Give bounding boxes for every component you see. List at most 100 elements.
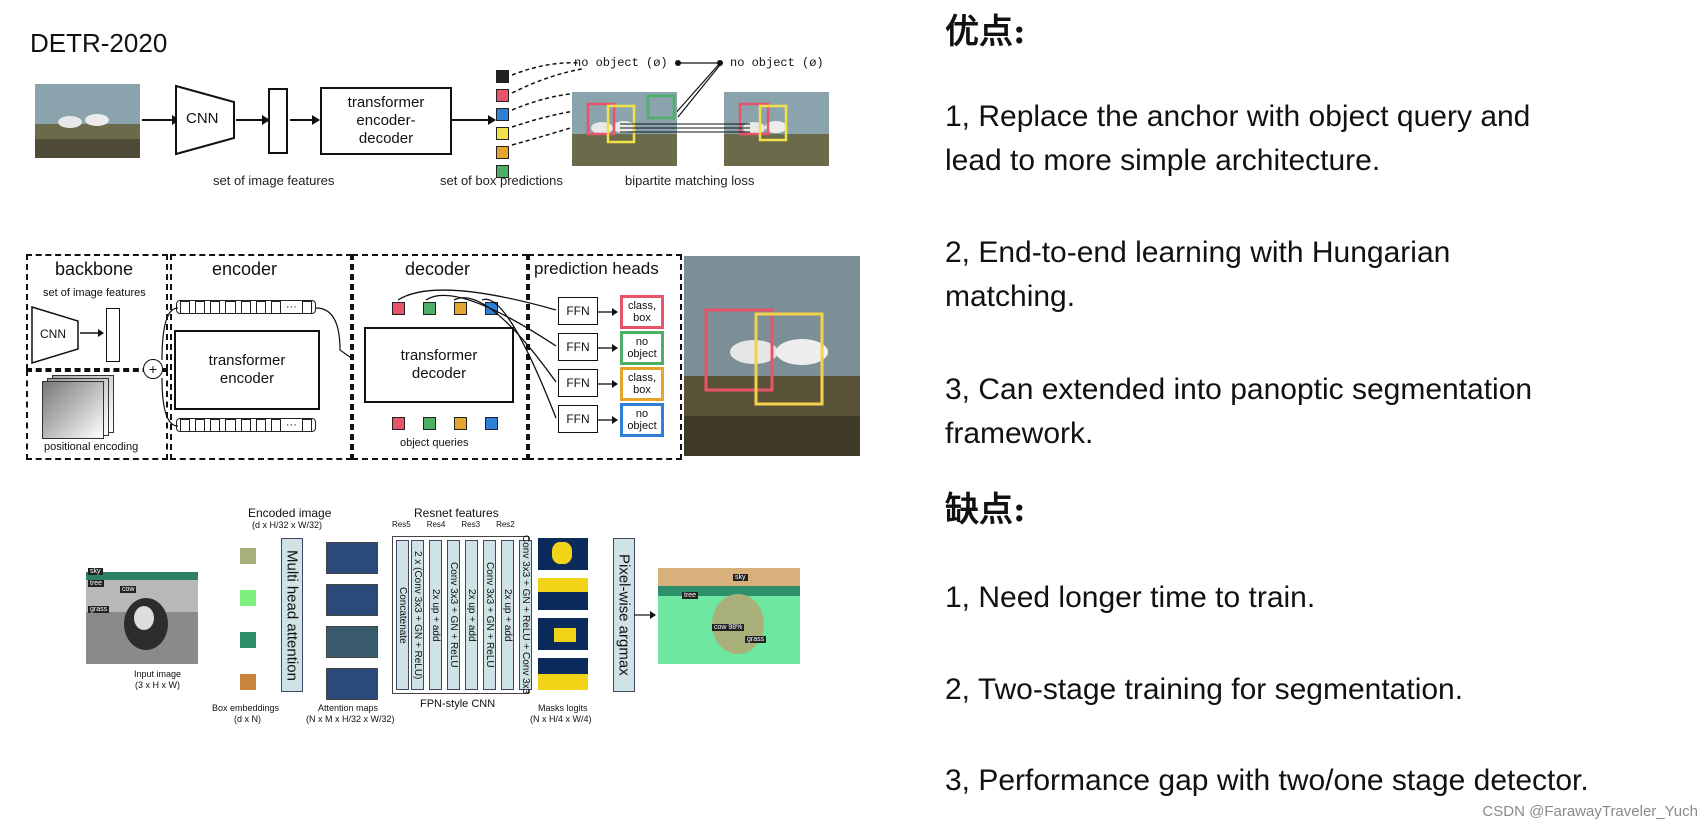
pro-item-2-line-2: matching. xyxy=(945,275,1450,319)
fpn-block-label: Conv 3x3 + GN + ReLU + Conv 3x3 xyxy=(520,535,531,694)
decoder-to-heads-arrows xyxy=(396,270,560,430)
caption-bipartite-loss: bipartite matching loss xyxy=(625,173,754,188)
mask-logit xyxy=(538,618,588,650)
box-embedding xyxy=(240,674,256,690)
head-output-label: class, box xyxy=(628,372,656,396)
head-output-4: no object xyxy=(620,403,664,437)
top-cnn-label: CNN xyxy=(186,110,219,127)
concatenate-label: Concatenate xyxy=(397,587,408,644)
argmax-arrow xyxy=(634,608,658,622)
ffn-label: FFN xyxy=(566,340,589,354)
backbone-arrow xyxy=(80,326,106,340)
ffn-3: FFN xyxy=(558,369,598,397)
positional-label: positional encoding xyxy=(44,441,138,453)
panoptic-output-image xyxy=(658,568,800,664)
pro-item-1-line-1: 1, Replace the anchor with object query … xyxy=(945,95,1530,139)
attention-maps-label: Attention maps xyxy=(318,703,378,713)
input-photo-birds xyxy=(35,84,140,158)
fpn-block: 2x up + add xyxy=(429,540,442,690)
con-item-3: 3, Performance gap with two/one stage de… xyxy=(945,759,1589,803)
con-item-1: 1, Need longer time to train. xyxy=(945,576,1315,620)
input-seg-label-sky: sky xyxy=(88,568,103,575)
argmax-label: Pixel-wise argmax xyxy=(616,554,633,676)
box-embeddings-label: Box embeddings xyxy=(212,703,279,713)
caption-image-features: set of image features xyxy=(213,173,334,188)
no-object-label-1: no object (ø) xyxy=(574,56,668,70)
ffn-2: FFN xyxy=(558,333,598,361)
encoded-image-dims: (d x H/32 x W/32) xyxy=(252,520,322,530)
mask-blob xyxy=(538,674,588,690)
mask-blob xyxy=(538,578,588,592)
seg-label-sky: sky xyxy=(733,574,748,581)
head-output-label: class, box xyxy=(628,300,656,324)
mid-feature-rect xyxy=(106,308,120,362)
backbone-subtitle: set of image features xyxy=(43,287,146,299)
pro-item-1: 1, Replace the anchor with object query … xyxy=(945,95,1530,183)
mid-cnn-label: CNN xyxy=(40,327,66,341)
box-embeddings-dims: (d x N) xyxy=(234,714,261,724)
box-embeddings xyxy=(240,548,256,690)
fpn-block: Conv 3x3 + GN + ReLU xyxy=(483,540,496,690)
fpn-blocks: 2 x (Conv 3x3 + GN + ReLU) 2x up + add C… xyxy=(411,540,532,690)
pro-item-3-line-1: 3, Can extended into panoptic segmentati… xyxy=(945,368,1532,412)
mask-logits xyxy=(538,538,588,690)
fpn-block-label: 2x up + add xyxy=(430,589,441,642)
attention-map xyxy=(326,542,378,574)
box-embedding xyxy=(240,548,256,564)
mha-label: Multi head attention xyxy=(284,550,301,681)
object-queries-label: object queries xyxy=(400,437,469,449)
detection-result-photo xyxy=(684,256,860,456)
mask-blob xyxy=(554,628,576,642)
mask-blob xyxy=(552,542,572,564)
seg-label-grass: grass xyxy=(745,636,766,643)
attention-map xyxy=(326,626,378,658)
encoder-title: encoder xyxy=(212,259,277,280)
box-embedding xyxy=(240,590,256,606)
pro-item-1-line-2: lead to more simple architecture. xyxy=(945,139,1530,183)
pixelwise-argmax-bar: Pixel-wise argmax xyxy=(613,538,635,692)
ffn-4: FFN xyxy=(558,405,598,433)
concatenate-bar: Concatenate xyxy=(396,540,409,690)
no-object-label-2: no object (ø) xyxy=(730,56,824,70)
fpn-block-label: Conv 3x3 + GN + ReLU xyxy=(484,562,495,668)
attention-map xyxy=(326,584,378,616)
diagram-title: DETR-2020 xyxy=(30,28,167,59)
pro-item-2: 2, End-to-end learning with Hungarian ma… xyxy=(945,231,1450,319)
fpn-block: Conv 3x3 + GN + ReLU + Conv 3x3 xyxy=(519,540,532,690)
ffn-arrows xyxy=(598,300,620,430)
watermark: CSDN @FarawayTraveler_Yuch xyxy=(1482,803,1698,820)
backbone-title: backbone xyxy=(55,259,133,280)
seg-label-tree: tree xyxy=(682,592,698,599)
multi-head-attention-bar: Multi head attention xyxy=(281,538,303,692)
pros-heading: 优点: xyxy=(945,4,1026,53)
caption-box-predictions: set of box predictions xyxy=(440,173,563,188)
head-output-label: no object xyxy=(627,336,656,360)
head-output-3: class, box xyxy=(620,367,664,401)
encoder-connectors xyxy=(150,300,370,450)
fpn-block-label: Conv 3x3 + GN + ReLU xyxy=(448,562,459,668)
head-output-2: no object xyxy=(620,331,664,365)
mask-logit xyxy=(538,538,588,570)
ffn-1: FFN xyxy=(558,297,598,325)
input-seg-label-tree: tree xyxy=(88,580,104,587)
res-label: Res2 xyxy=(496,520,515,529)
fpn-label: FPN-style CNN xyxy=(420,698,495,710)
detection-photo-graphic xyxy=(684,256,860,456)
head-output-label: no object xyxy=(627,408,656,432)
matching-rows xyxy=(620,120,760,140)
encoded-image-label: Encoded image xyxy=(248,506,331,520)
matching-lines xyxy=(670,55,730,125)
input-image-label: Input image xyxy=(134,669,181,679)
fpn-block: 2x up + add xyxy=(465,540,478,690)
ffn-label: FFN xyxy=(566,304,589,318)
mask-logit xyxy=(538,658,588,690)
attention-maps-dims: (N x M x H/32 x W/32) xyxy=(306,714,395,724)
positional-encoding-graphic xyxy=(42,375,114,437)
fpn-block-label: 2x up + add xyxy=(466,589,477,642)
attention-map xyxy=(326,668,378,700)
top-transformer-box: transformer encoder- decoder xyxy=(320,87,452,155)
mask-logit xyxy=(538,578,588,610)
input-seg-label-cow: cow xyxy=(120,586,136,593)
resnet-label: Resnet features xyxy=(414,506,499,520)
top-transformer-label: transformer encoder- decoder xyxy=(348,94,425,148)
